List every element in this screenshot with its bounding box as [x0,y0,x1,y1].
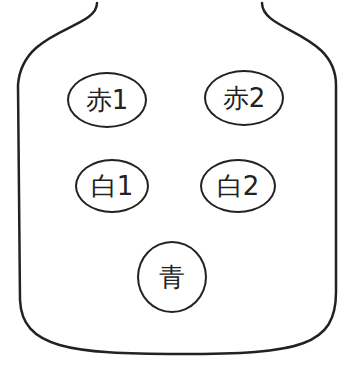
ball-label: 白2 [217,172,260,201]
ball-circle: 白2 [200,159,276,213]
ball-circle: 赤1 [67,72,147,128]
ball-label: 赤1 [86,86,129,115]
ball-circle: 白1 [75,159,149,213]
ball-label: 赤2 [223,84,266,113]
ball-label: 白1 [91,172,134,201]
ball-label: 青 [159,263,185,292]
ball-circle: 赤2 [204,70,284,126]
bag-outline-path [18,3,336,354]
ball-circle: 青 [137,241,207,313]
